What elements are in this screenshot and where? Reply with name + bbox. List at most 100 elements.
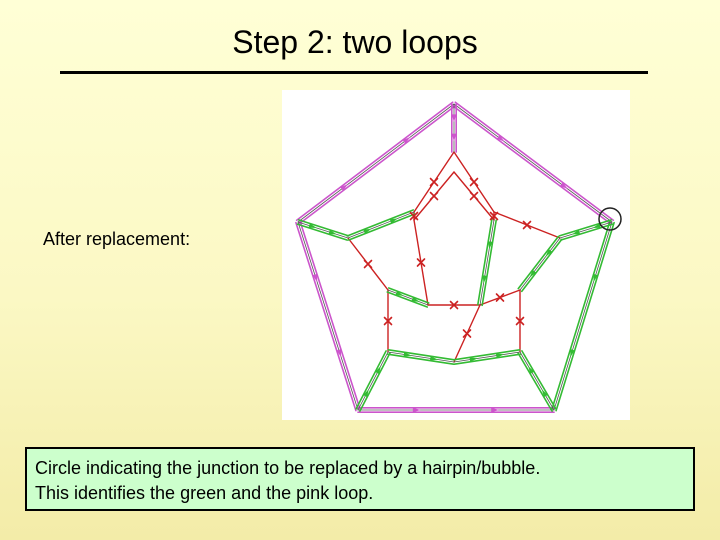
- green-edge-O4-M8-arrow-1: [308, 223, 317, 229]
- edge-I3-I4-crossing-x2: [416, 258, 426, 267]
- pink-edge-O0-O1-arrow-2: [560, 182, 568, 189]
- green-edge-M7-I3-strand-b: [387, 287, 430, 304]
- green-edge-I1-I2-strand-b: [481, 219, 497, 307]
- pink-edge-O4-O0-arrow-2: [402, 136, 411, 144]
- edge-M1-M2-crossing-x2: [522, 220, 532, 230]
- green-edge-O1-O2-arrow-2: [570, 349, 575, 358]
- pink-edge-O4-O0-strand-b: [295, 101, 454, 222]
- edge-M1-I1-crossing-x2: [489, 211, 499, 221]
- pink-edge-O4-O3-strand-b: [299, 220, 361, 411]
- edge-I2-I3-crossing-x2: [449, 300, 459, 310]
- pink-edge-O4-O3-strand-a: [295, 221, 357, 412]
- base-edges: [347, 151, 561, 363]
- crossing-marks: [363, 177, 532, 338]
- green-edge-O1-M2-strand-a: [558, 219, 613, 237]
- pink-edge-O0-O1-strand-a: [451, 104, 612, 225]
- green-edge-O3-M6-centre: [357, 351, 389, 411]
- green-edge-M2-M3-arrow-2: [529, 269, 537, 278]
- pink-edge-O0-O1-centre: [453, 103, 613, 223]
- pink-edge-O4-O3-centre: [297, 221, 359, 411]
- green-edge-M6-M5-arrow-2: [429, 356, 439, 361]
- pink-edge-O4-O3-arrow-2: [336, 349, 342, 358]
- pink-edge-O0-M0-arrow-2: [451, 133, 457, 142]
- green-edge-O3-M6-strand-a: [359, 352, 391, 412]
- green-edge-M6-M5-strand-b: [387, 349, 456, 361]
- green-edge-O2-M4-strand-b: [517, 352, 553, 412]
- green-edge-M8-M9-arrow-2: [389, 218, 398, 224]
- pink-edge-O4-O0-strand-a: [298, 104, 457, 225]
- green-edge-I1-I2-arrow-1: [488, 241, 493, 250]
- after-replacement-label: After replacement:: [43, 229, 191, 249]
- green-edge-O4-M8-centre: [297, 221, 349, 239]
- green-edge-M2-M3-arrow-1: [545, 249, 553, 257]
- green-edge-M5-M4-strand-a: [453, 353, 522, 365]
- green-edge-M8-M9-strand-b: [346, 209, 414, 237]
- green-edge-M5-M4-strand-b: [452, 349, 521, 361]
- green-edge-M7-I3-arrow-2: [411, 297, 420, 302]
- dodecahedron-loop-diagram: [282, 90, 630, 420]
- green-edge-O2-M4-arrow-1: [541, 389, 548, 398]
- junction-circle: [598, 207, 622, 231]
- green-edge-O4-M8-arrow-2: [328, 229, 337, 235]
- green-edge-M5-M4-arrow-2: [495, 353, 505, 358]
- caption-box: Circle indicating the junction to be rep…: [25, 447, 695, 511]
- pink-edge-O0-O1-strand-b: [454, 101, 615, 222]
- pink-edge-O3-O2-arrow-1: [412, 407, 421, 413]
- title-underline: [60, 71, 648, 74]
- green-edge-M7-I3-arrow-1: [395, 291, 404, 296]
- caption-line-1: Circle indicating the junction to be rep…: [35, 458, 541, 478]
- green-edge-M6-M5-strand-a: [386, 353, 455, 365]
- green-edge-M6-M5-arrow-1: [403, 352, 412, 357]
- green-edge-M7-I3-centre: [387, 289, 429, 306]
- green-edge-M5-M4-centre: [453, 351, 521, 363]
- pink-loop-edges: [295, 101, 615, 414]
- pink-edge-O3-O2-arrow-2: [491, 407, 500, 413]
- edge-M9-M0-crossing-x2: [429, 177, 439, 187]
- green-edge-M8-M9-arrow-1: [363, 228, 372, 234]
- green-edge-O1-M2-strand-b: [559, 223, 614, 241]
- green-loop-edges: [296, 209, 615, 412]
- green-edge-O2-M4-strand-a: [521, 350, 557, 410]
- green-edge-O3-M6-strand-b: [355, 350, 387, 410]
- pink-edge-O0-O1-arrow-1: [496, 135, 505, 142]
- edge-M6-M7-crossing-x2: [383, 316, 393, 326]
- green-edge-O4-M8-strand-a: [296, 223, 349, 241]
- edge-I4-I0-crossing-x2: [429, 191, 439, 201]
- green-edge-O1-O2-strand-a: [551, 220, 611, 411]
- green-edge-O1-O2-arrow-1: [593, 273, 598, 283]
- green-edge-O3-M6-arrow-2: [375, 365, 381, 374]
- pink-edge-O4-O0-arrow-1: [340, 184, 348, 191]
- green-edge-M2-M3-centre: [519, 237, 561, 291]
- edge-M3-I2-crossing-x2: [495, 293, 505, 302]
- green-edge-M8-M9-centre: [347, 211, 415, 239]
- green-edge-O1-O2-strand-b: [555, 221, 615, 412]
- pink-edge-O4-O0-centre: [297, 103, 455, 223]
- green-edge-O1-O2-centre: [553, 221, 613, 411]
- edge-M7-M8-crossing-x2: [363, 259, 373, 269]
- green-edge-O4-M8-strand-b: [297, 219, 350, 237]
- green-edge-O2-M4-arrow-2: [528, 365, 535, 374]
- green-edge-O2-M4-centre: [519, 351, 555, 411]
- green-edge-I1-I2-strand-a: [477, 218, 493, 306]
- green-edge-M8-M9-strand-a: [348, 213, 416, 241]
- green-edge-M7-I3-strand-a: [386, 291, 429, 308]
- green-edge-I1-I2-centre: [479, 219, 495, 306]
- loop-diagram-svg: [295, 101, 622, 414]
- green-edge-M6-M5-centre: [387, 351, 455, 363]
- pink-edge-O0-M0-arrow-1: [451, 114, 457, 123]
- edge-M0-M1-crossing-x2: [469, 177, 479, 187]
- edge-M3-M4-crossing-x2: [515, 316, 525, 326]
- green-edge-M5-M4-arrow-1: [469, 357, 478, 362]
- green-edge-M2-M3-strand-a: [517, 235, 560, 290]
- caption-line-2: This identifies the green and the pink l…: [35, 483, 374, 503]
- green-edge-O1-M2-centre: [559, 221, 613, 239]
- green-edge-O1-M2-arrow-1: [592, 223, 601, 228]
- green-edge-O1-M2-arrow-2: [571, 229, 581, 235]
- slide-title: Step 2: two loops: [232, 24, 478, 60]
- green-edge-O3-M6-arrow-1: [363, 389, 369, 398]
- edge-M9-I4-crossing-x2: [409, 211, 419, 221]
- green-edge-I1-I2-arrow-2: [482, 275, 488, 284]
- green-edge-M2-M3-strand-b: [520, 238, 563, 293]
- edge-I0-I1-crossing-x2: [469, 191, 479, 201]
- pink-edge-O4-O3-arrow-1: [312, 273, 318, 283]
